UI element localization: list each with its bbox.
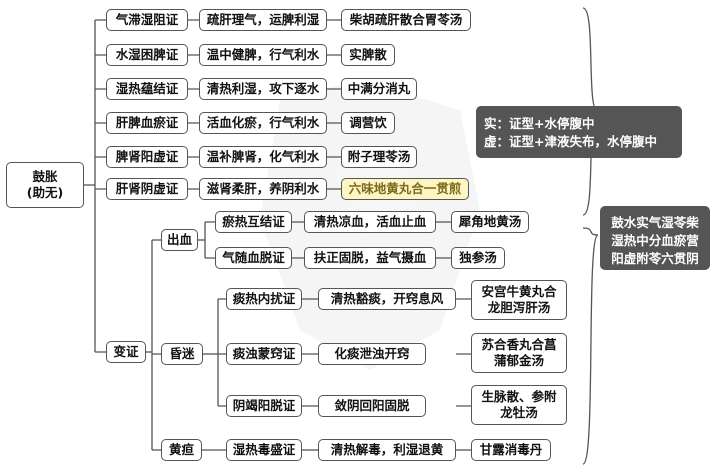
method-box: 疏肝理气，运脾利湿 (199, 9, 327, 31)
pattern-box: 痰热内扰证 (226, 288, 302, 310)
formula-box: 实脾散 (341, 44, 395, 66)
pattern-box: 气滞湿阻证 (106, 9, 188, 31)
method-box: 清热豁痰，开窍息风 (318, 288, 456, 310)
formula-box: 独参汤 (451, 247, 505, 269)
pattern-box: 瘀热互结证 (215, 211, 292, 233)
formula-box: 安宫牛黄丸合 龙胆泻肝汤 (471, 280, 567, 320)
method-box: 清热利湿，攻下逐水 (199, 78, 327, 100)
method-box: 滋肾柔肝，养阴利水 (199, 178, 327, 200)
method-box: 扶正固脱，益气摄血 (304, 247, 436, 269)
formula-box: 中满分消丸 (341, 78, 417, 100)
method-box: 温中健脾，行气利水 (199, 44, 327, 66)
method-box: 化痰泄浊开窍 (318, 343, 426, 365)
method-box: 敛阴回阳固脱 (318, 395, 426, 417)
pattern-box: 气随血脱证 (215, 247, 292, 269)
complication-node: 变证 (106, 341, 146, 363)
complication-group: 出血 (161, 229, 198, 251)
formula-box-highlighted: 六味地黄丸合一贯煎 (341, 178, 469, 200)
formula-box: 附子理苓汤 (341, 146, 417, 168)
method-box: 温补脾肾，化气利水 (199, 146, 327, 168)
pattern-box: 水湿困脾证 (106, 44, 188, 66)
formula-box: 生脉散、参附 龙牡汤 (471, 385, 567, 425)
pattern-box: 脾肾阳虚证 (106, 146, 188, 168)
mnemonic-summary: 鼓水实气湿苓柴 湿热中分血瘀营 阳虚附苓六贯阴 (600, 206, 710, 270)
formula-box: 调营饮 (341, 112, 395, 134)
deficiency-excess-note: 实：证型+水停腹中 虚：证型+津液失布，水停腹中 (476, 106, 682, 158)
formula-box: 柴胡疏肝散合胃苓汤 (341, 9, 471, 31)
pattern-box: 肝肾阴虚证 (106, 178, 188, 200)
pattern-box: 湿热蕴结证 (106, 78, 188, 100)
method-box: 活血化瘀，行气利水 (199, 112, 327, 134)
formula-box: 犀角地黄汤 (451, 211, 529, 233)
method-box: 清热凉血，活血止血 (304, 211, 436, 233)
pattern-box: 痰浊蒙窍证 (226, 343, 302, 365)
method-box: 清热解毒，利湿退黄 (318, 439, 456, 461)
pattern-box: 肝脾血瘀证 (106, 112, 188, 134)
formula-box: 甘露消毒丹 (471, 439, 551, 461)
root-node: 鼓胀 (助无) (6, 162, 84, 208)
complication-group: 黄疸 (161, 439, 202, 461)
formula-box: 苏合香丸合菖 蒲郁金汤 (471, 333, 567, 373)
complication-group: 昏迷 (161, 343, 203, 365)
pattern-box: 阴竭阳脱证 (226, 395, 302, 417)
pattern-box: 湿热毒盛证 (226, 439, 302, 461)
